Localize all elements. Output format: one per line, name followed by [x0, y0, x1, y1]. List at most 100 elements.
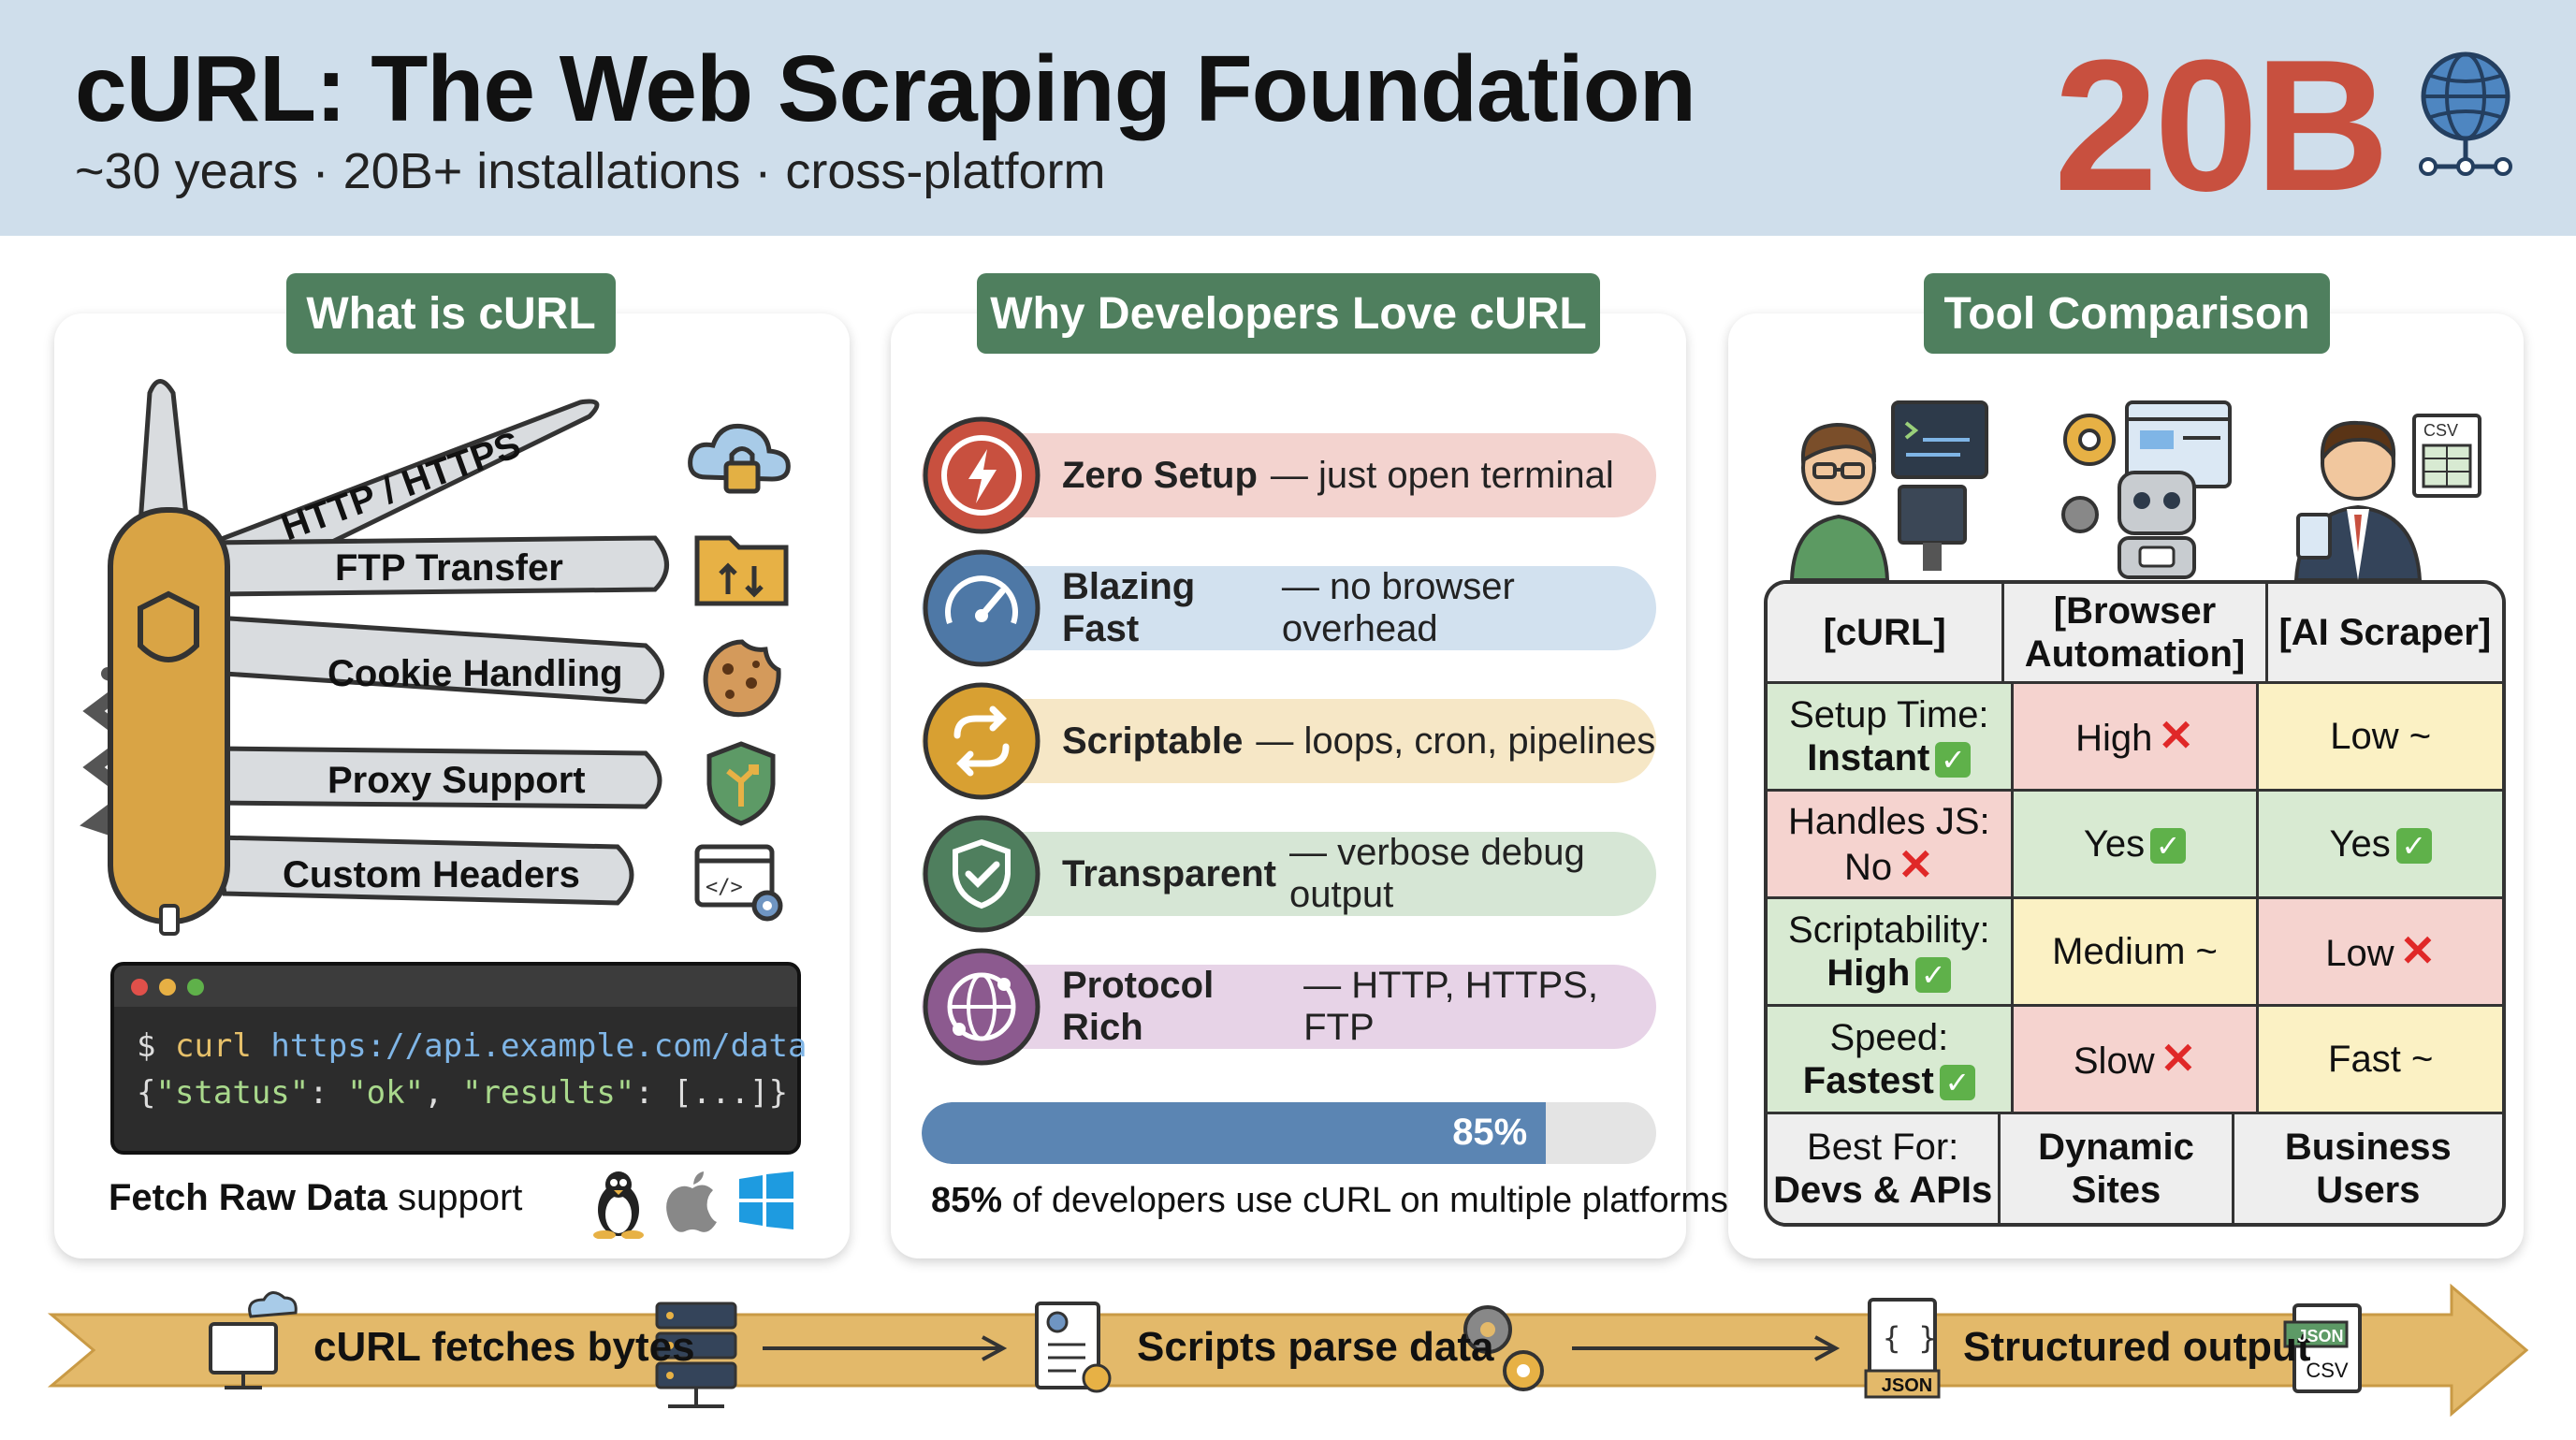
row-value: Devs & APIs — [1773, 1170, 1993, 1211]
table-cell: Handles JS:No✕ — [1768, 792, 2011, 896]
table-row: Scriptability:High✓ Medium ~ Low✕ — [1768, 896, 2502, 1004]
cross-icon: ✕ — [2399, 925, 2437, 975]
row-label: Handles JS: — [1788, 800, 1990, 842]
json-file-icon: { } — [1864, 1298, 1941, 1399]
json-value-ok: "ok" — [347, 1074, 425, 1112]
why-row-bold: Zero Setup — [1062, 454, 1258, 496]
table-cell: Low✕ — [2256, 899, 2502, 1004]
page-subtitle: ~30 years · 20B+ installations · cross-p… — [75, 143, 1106, 199]
terminal-output-line: {"status": "ok", "results": [...]} — [137, 1074, 788, 1112]
robot-browser-icon — [2061, 400, 2232, 579]
check-icon: ✓ — [1935, 742, 1972, 778]
blade-custom-headers: Custom Headers — [283, 854, 580, 895]
why-row-bold: Protocol Rich — [1062, 965, 1215, 1048]
code-gear-icon: </> — [694, 844, 783, 922]
flow-step-parse: Scripts parse data — [1137, 1324, 1494, 1370]
lightning-icon — [923, 416, 1041, 534]
table-cell: Yes✓ — [2010, 792, 2257, 896]
data-flow-arrow: { } — [47, 1283, 2529, 1418]
terminal-url: https://api.example.com/data — [270, 1027, 808, 1065]
fetch-rest: support — [386, 1177, 523, 1218]
terminal-title-bar — [114, 966, 797, 1007]
csv-badge: CSV — [2306, 1359, 2349, 1382]
why-row-text: — no browser overhead — [1281, 566, 1515, 649]
shield-check-icon — [923, 815, 1041, 933]
table-header-row: [cURL] [Browser Automation] [AI Scraper] — [1768, 584, 2502, 681]
cell-value: Medium ~ — [2052, 931, 2218, 972]
terminal-window: $ curl https://api.example.com/data {"st… — [110, 962, 808, 1155]
caption-rest: of developers use cURL on multiple platf… — [1002, 1181, 1728, 1220]
svg-text:{ }: { } — [1883, 1320, 1937, 1356]
check-icon: ✓ — [2395, 828, 2432, 865]
check-icon: ✓ — [1939, 1065, 1975, 1101]
why-row-protocol-rich: Protocol Rich — HTTP, HTTPS, FTP — [922, 965, 1656, 1049]
csv-file-icon — [2283, 1303, 2362, 1393]
monitor-cloud-icon — [209, 1291, 298, 1389]
tool-comparison-table: [cURL] [Browser Automation] [AI Scraper]… — [1764, 580, 2506, 1227]
windows-icon — [739, 1171, 793, 1229]
why-row-bold: Scriptable — [1062, 720, 1244, 762]
why-row-blazing-fast: Blazing Fast — no browser overhead — [922, 566, 1656, 650]
cell-value: High — [2075, 717, 2153, 759]
table-cell: Fast ~ — [2256, 1007, 2502, 1112]
check-icon: ✓ — [2150, 828, 2187, 865]
cell-value: Dynamic Sites — [2038, 1127, 2194, 1211]
json-key-results: "results" — [462, 1074, 635, 1112]
speedometer-icon — [923, 549, 1041, 667]
row-value: Instant — [1807, 737, 1930, 778]
table-cell: Dynamic Sites — [1998, 1114, 2232, 1223]
close-dot — [131, 979, 148, 996]
table-cell: Scriptability:High✓ — [1768, 899, 2011, 1004]
table-cell: Low ~ — [2256, 684, 2502, 789]
json-badge-small: JSON — [2297, 1327, 2344, 1345]
what-is-curl-tag: What is cURL — [286, 273, 616, 354]
developer-avatar-icon — [1789, 400, 1988, 580]
column-header-ai: [AI Scraper] — [2264, 584, 2502, 681]
json-colon: : — [634, 1074, 674, 1112]
why-row-bold: Blazing Fast — [1062, 566, 1196, 649]
business-user-icon: CSV — [2293, 414, 2481, 580]
row-label: Setup Time: — [1789, 694, 1989, 735]
table-cell: Business Users — [2231, 1114, 2502, 1223]
why-row-scriptable: Scriptable — loops, cron, pipelines — [922, 699, 1656, 783]
svg-text:</>: </> — [706, 876, 743, 899]
caption-bold: 85% — [931, 1181, 1003, 1220]
progress-label: 85% — [1452, 1112, 1528, 1153]
globe-network-icon — [923, 948, 1041, 1066]
apple-icon — [666, 1171, 717, 1232]
csv-sheet-text: CSV — [2423, 421, 2458, 440]
table-cell: Speed:Fastest✓ — [1768, 1007, 2011, 1112]
why-row-bold: Transparent — [1062, 852, 1276, 895]
cell-value: Low — [2325, 932, 2394, 974]
json-open: { — [137, 1074, 156, 1112]
why-row-text: — verbose debug output — [1288, 832, 1585, 915]
why-row-text: — loops, cron, pipelines — [1256, 720, 1656, 762]
cross-icon: ✕ — [2158, 710, 2194, 760]
cell-value: Yes — [2083, 823, 2146, 865]
json-rest: [...]} — [673, 1074, 789, 1112]
cross-icon: ✕ — [2160, 1033, 2197, 1083]
column-header-browser: [Browser Automation] — [2001, 584, 2265, 681]
why-developers-tag: Why Developers Love cURL — [977, 273, 1600, 354]
page-title: cURL: The Web Scraping Foundation — [75, 36, 1696, 141]
blade-cookie-handling: Cookie Handling — [327, 653, 623, 694]
why-row-text: — HTTP, HTTPS, FTP — [1303, 965, 1598, 1048]
cross-icon: ✕ — [1898, 839, 1934, 889]
swiss-knife-illustration — [80, 379, 669, 936]
table-cell: Medium ~ — [2010, 899, 2257, 1004]
table-cell: Slow✕ — [2010, 1007, 2257, 1112]
row-label: Speed: — [1829, 1017, 1949, 1058]
cell-value: Slow — [2073, 1040, 2155, 1082]
maximize-dot — [187, 979, 204, 996]
row-label: Scriptability: — [1788, 909, 1990, 951]
json-badge: JSON — [1881, 1375, 1933, 1396]
table-row: Handles JS:No✕ Yes✓ Yes✓ — [1768, 789, 2502, 896]
progress-caption: 85% of developers use cURL on multiple p… — [931, 1181, 1728, 1221]
json-key-status: "status" — [155, 1074, 310, 1112]
blade-ftp-transfer: FTP Transfer — [335, 547, 563, 589]
header-banner — [0, 0, 2576, 236]
server-icon — [655, 1302, 737, 1408]
table-cell: Setup Time:Instant✓ — [1768, 684, 2011, 789]
folder-transfer-icon — [694, 535, 789, 606]
terminal-prompt: $ — [137, 1027, 156, 1065]
